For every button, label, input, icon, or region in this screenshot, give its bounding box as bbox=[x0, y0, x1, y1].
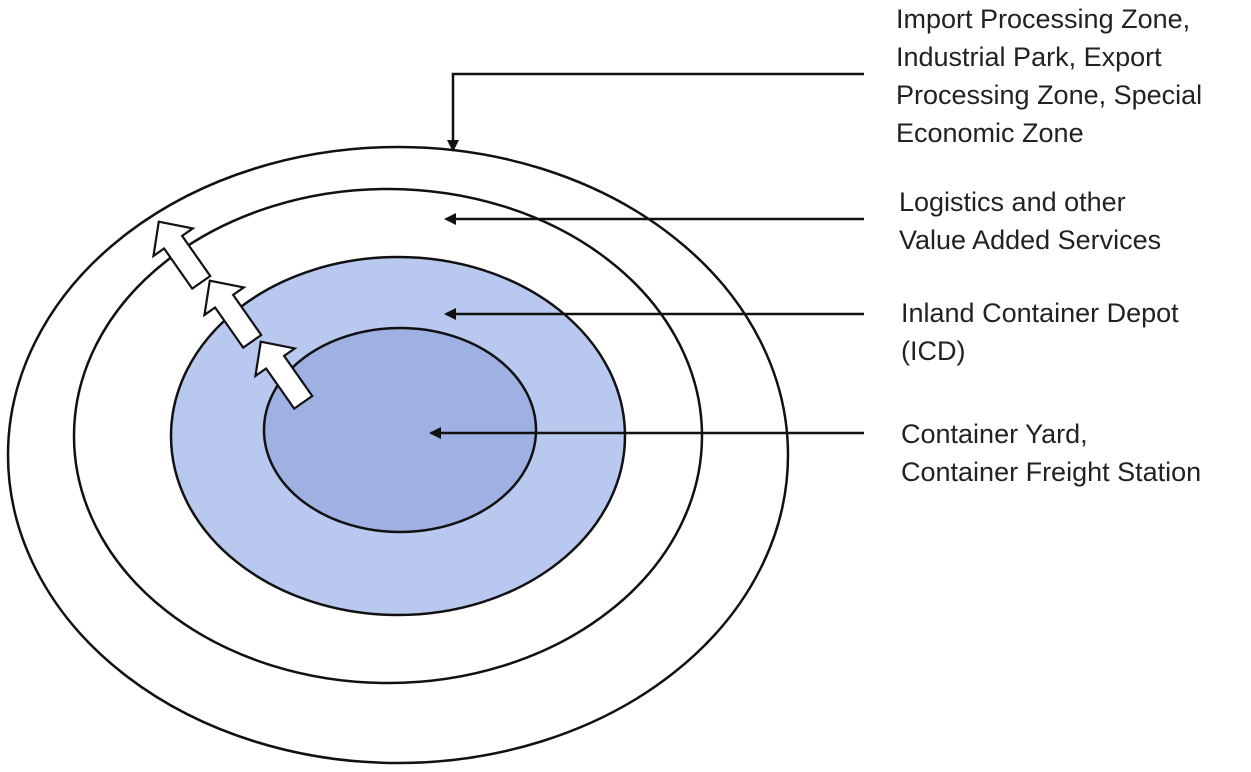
container-yard-label-line-1: Container Yard, bbox=[901, 419, 1088, 449]
logistics-label-line-2: Value Added Services bbox=[899, 225, 1162, 255]
zones-connector-arrow bbox=[447, 72, 864, 152]
expansion-arrow-inner bbox=[253, 340, 314, 411]
container-yard-core bbox=[262, 326, 538, 534]
logistics-label: Logistics and other Value Added Services bbox=[899, 183, 1161, 259]
icd-label-line-1: Inland Container Depot bbox=[901, 298, 1179, 328]
zones-label-line-2: Industrial Park, Export bbox=[896, 42, 1162, 72]
zones-label-line-3: Processing Zone, Special bbox=[896, 80, 1203, 110]
logistics-label-line-1: Logistics and other bbox=[899, 187, 1126, 217]
icd-label-line-2: (ICD) bbox=[901, 336, 966, 366]
container-yard-label-line-2: Container Freight Station bbox=[901, 457, 1202, 487]
icd-label: Inland Container Depot (ICD) bbox=[901, 294, 1179, 370]
zones-label: Import Processing Zone, Industrial Park,… bbox=[896, 0, 1202, 152]
expansion-arrow-outer bbox=[151, 220, 212, 291]
zones-label-line-4: Economic Zone bbox=[896, 118, 1084, 148]
zones-label-line-1: Import Processing Zone, bbox=[896, 4, 1191, 34]
container-yard-label: Container Yard, Container Freight Statio… bbox=[901, 415, 1201, 491]
expansion-arrow-middle bbox=[202, 279, 263, 350]
